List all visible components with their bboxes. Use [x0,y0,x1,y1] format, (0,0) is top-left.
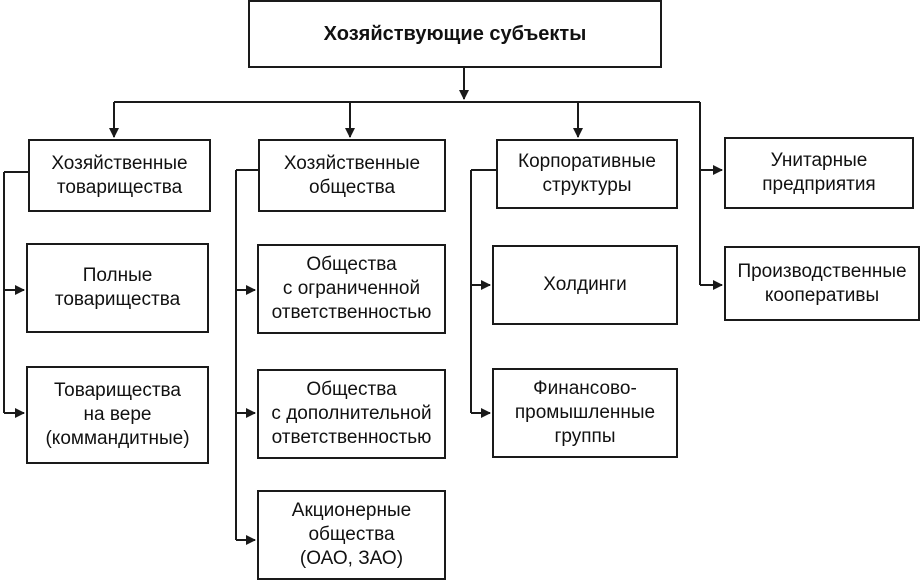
child-limited-partnerships: Товарищества на вере (коммандитные) [26,366,209,464]
category-corporate-structures: Корпоративные структуры [496,139,678,209]
category-production-cooperatives: Производственные кооперативы [724,246,920,321]
category-unitary-enterprises: Унитарные предприятия [724,137,914,209]
category-business-companies: Хозяйственные общества [258,139,446,212]
child-joint-stock-companies: Акционерные общества (ОАО, ЗАО) [257,490,446,580]
child-alc: Общества с дополнительной ответственност… [257,369,446,459]
child-financial-industrial-groups: Финансово- промышленные группы [492,368,678,458]
root-box: Хозяйствующие субъекты [248,0,662,68]
child-holdings: Холдинги [492,245,678,325]
child-general-partnerships: Полные товарищества [26,243,209,333]
category-business-partnerships: Хозяйственные товарищества [28,139,211,212]
child-llc: Общества с ограниченной ответственностью [257,244,446,334]
